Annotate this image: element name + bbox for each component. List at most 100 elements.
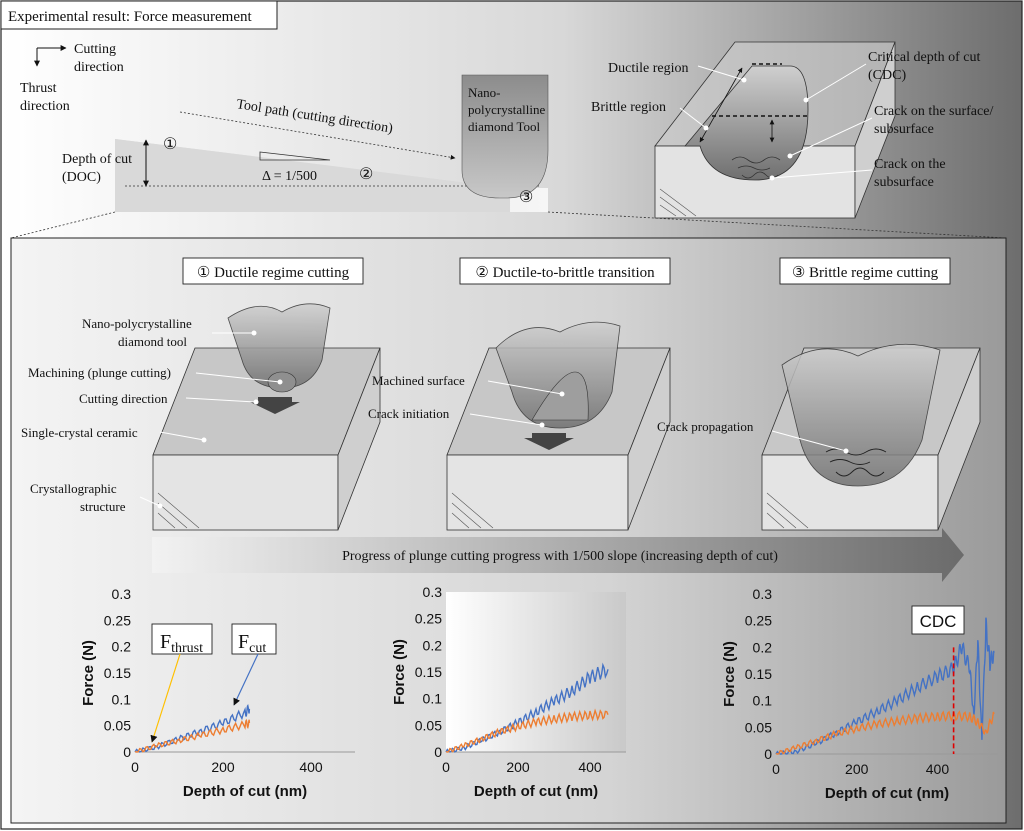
chart-1-xtick: 400: [299, 759, 323, 775]
stage-1-hatch-2: [157, 502, 188, 529]
direction-label: Cutting direction: [79, 391, 168, 406]
marker-2: ②: [359, 166, 373, 183]
machined-surface-label: Machined surface: [372, 373, 465, 388]
stage-2-direction-arrow: [524, 433, 574, 450]
dot-brittle: [703, 125, 709, 131]
chart-1-ylabel: Force (N): [80, 640, 97, 706]
dot-machining: [277, 379, 283, 385]
chart-2-ytick: 0.25: [415, 611, 442, 627]
stage-3-hatch-1: [766, 512, 785, 529]
chart-2-xlabel: Depth of cut (nm): [474, 783, 598, 800]
cdc-label-1: Critical depth of cut: [868, 50, 980, 65]
leader-brittle: [679, 107, 707, 129]
fcut-sub: cut: [249, 641, 266, 656]
stage-3-tool: [781, 343, 941, 487]
tool-path-line: [179, 111, 456, 160]
fthrust-main: F: [160, 631, 171, 653]
chart-3-series-Fthrust: [775, 710, 995, 755]
chart-2-xtick: 400: [578, 759, 602, 775]
cdc-label-2: (CDC): [868, 68, 906, 83]
stage-3-hatch-2: [766, 502, 797, 529]
stage-2-box: [459, 257, 671, 285]
fcut-main: F: [238, 631, 249, 653]
slope-triangle: [259, 151, 331, 161]
marker-1: ①: [163, 136, 177, 153]
zoom-line-left: [10, 211, 116, 239]
cutting-label: Cutting: [74, 42, 116, 57]
stage-1-box: [182, 257, 364, 285]
leader-crack-sub: [771, 169, 873, 179]
cdc-box: [911, 605, 965, 635]
chart-3-ytick: 0.25: [745, 613, 772, 629]
chart-2-ytick: 0.3: [423, 584, 443, 600]
crack-surface-label-1: Crack on the surface/: [874, 104, 993, 119]
chart-2-series-Fcut: [445, 662, 609, 753]
stage-2-side-face: [627, 347, 671, 531]
chart-1-xtick: 0: [131, 759, 139, 775]
stage-2-label: ② Ductile-to-brittle transition: [475, 265, 655, 281]
stage-2-tool: [495, 321, 621, 429]
fthrust-label: Fthrust: [160, 631, 203, 656]
leader-machined: [487, 380, 563, 395]
dot-crack-sub: [769, 175, 775, 181]
chart-3-ytick: 0.2: [753, 639, 773, 655]
tool-label-a: Nano-polycrystalline: [82, 316, 192, 331]
stage-3-label: ③ Brittle regime cutting: [792, 265, 939, 281]
dot-machined: [559, 391, 565, 397]
progress-label: Progress of plunge cutting progress with…: [342, 549, 778, 564]
dot-crystal: [157, 503, 163, 509]
tool-label-1: Nano-: [468, 85, 501, 100]
stage-2-machined-surface: [531, 371, 589, 421]
fthrust-sub: thrust: [171, 641, 203, 656]
chart-1-ytick: 0.15: [104, 665, 131, 681]
tool-label-3: diamond Tool: [468, 119, 541, 134]
chart-2-ylabel: Force (N): [391, 639, 408, 705]
chart-1-ytick: 0.2: [112, 639, 132, 655]
chart-1-ytick: 0: [123, 744, 131, 760]
leader-machining: [195, 372, 281, 383]
chart-1-series-Fthrust: [134, 718, 251, 753]
machining-label: Machining (plunge cutting): [28, 365, 171, 380]
stage-2-hatch-3: [451, 492, 494, 529]
chart-3-ytick: 0.3: [753, 586, 773, 602]
stage-2-front-face: [446, 454, 629, 531]
ceramic-label: Single-crystal ceramic: [21, 425, 138, 440]
inset-hatch-2: [659, 196, 687, 217]
stage-3-side-face: [937, 347, 981, 531]
stage-3-illustration: Crack propagation: [657, 343, 981, 531]
chart-3-xtick: 400: [926, 761, 950, 777]
brittle-region-label: Brittle region: [591, 100, 666, 115]
fcut-pointer: [233, 653, 259, 706]
leader-cdc: [805, 63, 867, 101]
zoom-line-right: [547, 211, 1007, 239]
inset-diagram: Ductile region Brittle region Critical d…: [591, 41, 993, 219]
stage-1-hatch-1: [157, 512, 176, 529]
stage-1-label: ① Ductile regime cutting: [197, 265, 350, 281]
chart-2-ytick: 0: [434, 744, 442, 760]
chart-3-xtick: 0: [772, 761, 780, 777]
chart-2-ytick: 0.1: [423, 691, 443, 707]
tool-label-b: diamond tool: [118, 334, 187, 349]
chart-3-ytick: 0.05: [745, 719, 772, 735]
crack-sub-label-1: Crack on the: [874, 157, 946, 172]
chart-2-xtick: 0: [442, 759, 450, 775]
chart-3-ytick: 0.15: [745, 666, 772, 682]
chart-annotations: Fthrust Fcut CDC: [150, 605, 965, 743]
chart-3-ytick: 0: [764, 746, 772, 762]
crack-surface-label-2: subsurface: [874, 122, 934, 137]
stage-2-hatch-2: [451, 502, 482, 529]
leader-ceramic: [159, 431, 205, 441]
chart-2-ytick: 0.05: [415, 717, 442, 733]
chart-2-ytick: 0.2: [423, 637, 443, 653]
thrust-label: Thrust: [20, 81, 57, 96]
stage-3-cracks: [825, 448, 887, 477]
slope-label: Δ = 1/500: [262, 169, 317, 184]
chart-2-xtick: 200: [506, 759, 530, 775]
stage-1-direction-arrow: [250, 397, 300, 414]
workpiece-face: [115, 139, 510, 212]
